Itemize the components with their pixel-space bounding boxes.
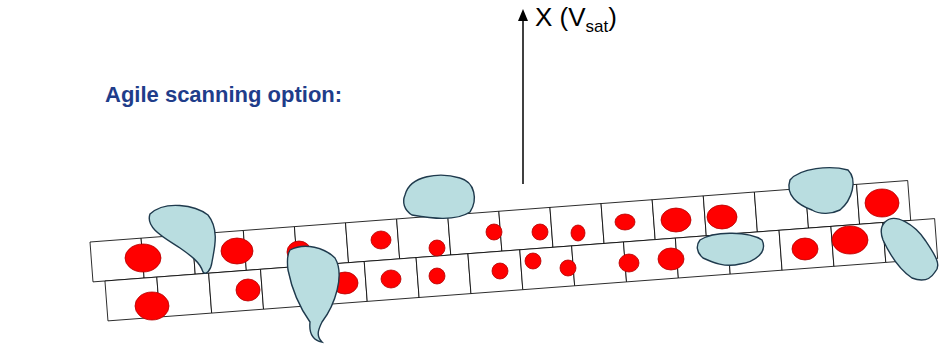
red-targets	[125, 189, 899, 320]
axis-label-part: )	[608, 2, 617, 32]
scan-cell	[468, 250, 523, 294]
arrow-head	[518, 9, 528, 21]
scan-cell	[550, 204, 604, 248]
scan-cell	[416, 254, 471, 298]
heading: Agile scanning option:	[105, 82, 342, 108]
cloud-shapes	[149, 168, 938, 342]
subscript: sat	[586, 17, 609, 36]
scan-cell	[209, 269, 264, 313]
scan-cell	[346, 219, 400, 263]
axis-label: X (Vsat)	[535, 2, 617, 37]
scan-cell	[779, 226, 834, 270]
axis-label-part: X (V	[535, 2, 586, 32]
axis-arrow	[522, 20, 524, 184]
scan-cell	[857, 181, 911, 225]
scan-cell	[831, 223, 886, 267]
scan-cell	[601, 200, 655, 244]
scan-cell	[397, 215, 451, 259]
scan-cell	[703, 192, 757, 236]
scan-cell	[499, 207, 553, 251]
scan-cell	[652, 196, 706, 240]
scan-cell	[364, 258, 419, 302]
scan-cell	[572, 242, 627, 286]
